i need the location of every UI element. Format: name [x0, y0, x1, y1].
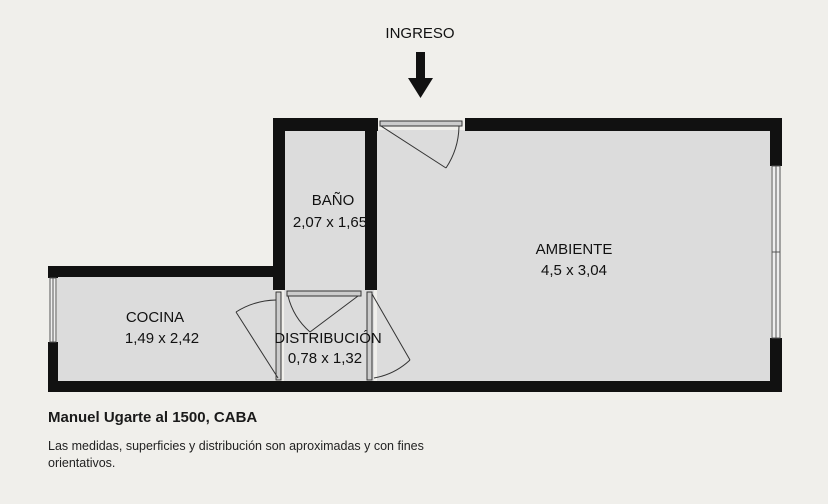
floor-cocina	[57, 276, 275, 382]
floor-areas	[57, 130, 771, 382]
disclaimer: Las medidas, superficies y distribución …	[48, 439, 424, 470]
door-frame-cocina	[275, 291, 282, 381]
door-frame-bano	[286, 290, 362, 297]
entrance-label: INGRESO	[385, 25, 454, 42]
floor-bano	[284, 130, 366, 291]
door-frame-ambiente	[366, 291, 373, 381]
cocina-dimensions: 1,49 x 2,42	[125, 330, 199, 347]
walls	[48, 118, 782, 392]
ambiente-name: AMBIENTE	[536, 241, 613, 258]
address: Manuel Ugarte al 1500, CABA	[48, 409, 258, 426]
bano-dimensions: 2,07 x 1,65	[293, 214, 367, 231]
door-frame-entry	[379, 120, 463, 127]
bano-name: BAÑO	[312, 192, 355, 209]
cocina-name: COCINA	[126, 309, 184, 326]
distribucion-dimensions: 0,78 x 1,32	[288, 350, 362, 367]
distribucion-name: DISTRIBUCIÓN	[274, 330, 382, 347]
windows	[49, 165, 781, 343]
floor-distribucion	[284, 290, 374, 382]
ambiente-dimensions: 4,5 x 3,04	[541, 262, 607, 279]
floor-ambiente	[377, 130, 771, 382]
doors	[235, 120, 463, 381]
arrow-down-icon	[408, 52, 433, 98]
